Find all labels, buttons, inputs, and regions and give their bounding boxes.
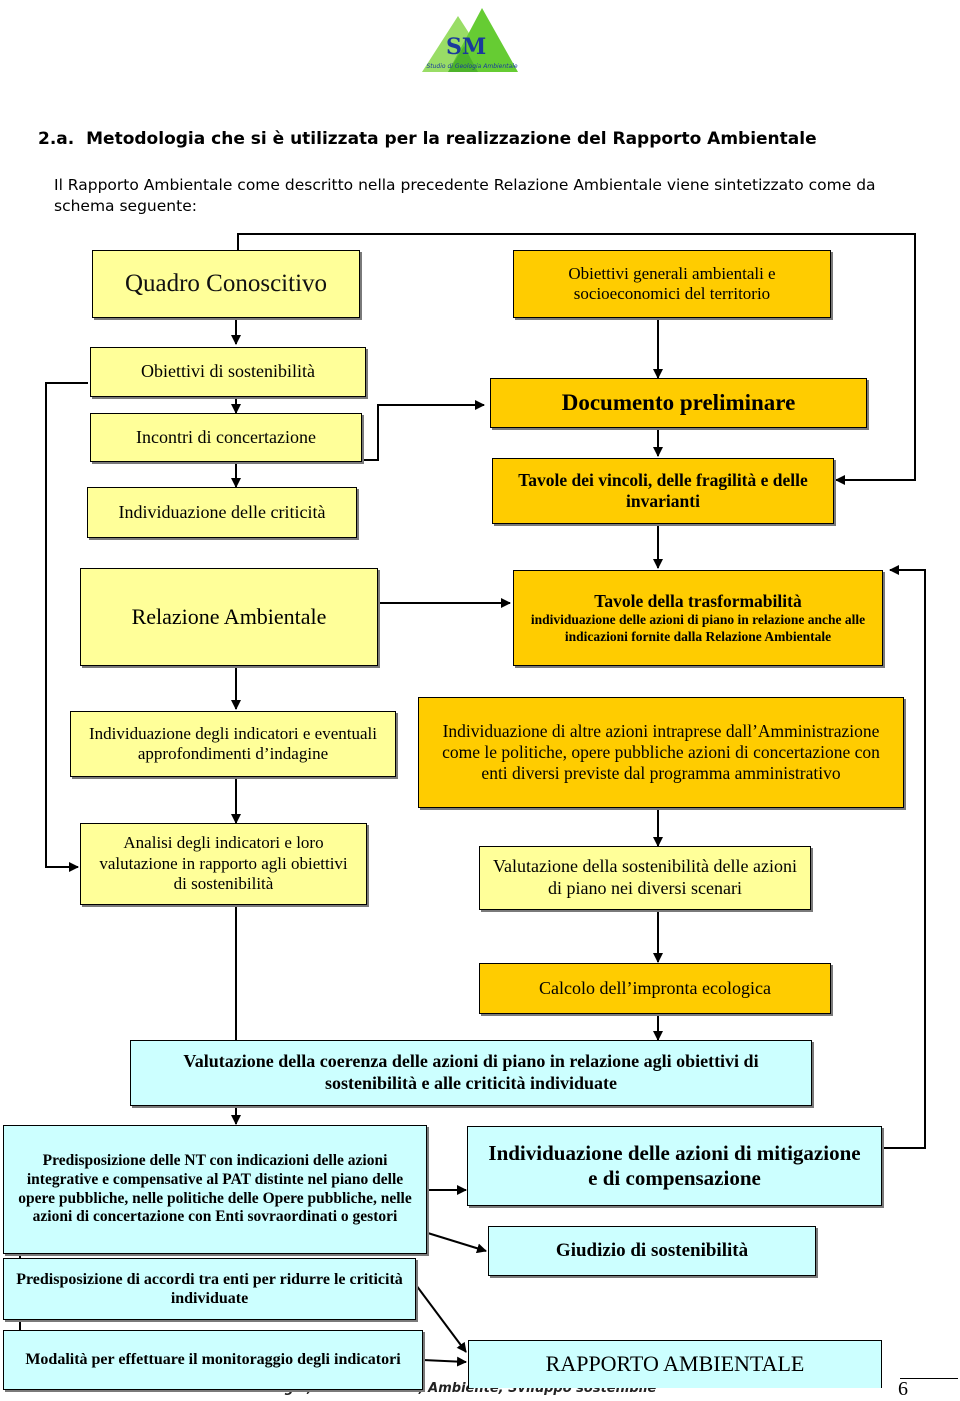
section-heading: 2.a. Metodologia che si è utilizzata per… [38,129,938,149]
box-valutazione-sostenibilita-azioni: Valutazione della sostenibilità delle az… [479,846,811,910]
box-analisi-indicatori: Analisi degli indicatori e loro valutazi… [80,823,367,905]
connector-top-loop [237,233,916,485]
box-modalita-monitoraggio: Modalità per effettuare il monitoraggio … [3,1330,423,1390]
page-number: 6 [898,1378,908,1400]
logo: SM Studio di Geologia Ambientale [418,2,522,76]
box-altre-azioni: Individuazione di altre azioni intrapres… [418,697,904,808]
box-individuazione-indicatori: Individuazione degli indicatori e eventu… [70,711,396,777]
box-obiettivi-generali: Obiettivi generali ambientali e socioeco… [513,250,831,318]
box-valutazione-coerenza: Valutazione della coerenza delle azioni … [130,1040,812,1106]
section-number: 2.a. [38,129,75,149]
tavole-trasformabilita-title: Tavole della trasformabilità [594,591,802,612]
box-individuazione-mitigazione: Individuazione delle azioni di mitigazio… [467,1126,882,1206]
box-documento-preliminare: Documento preliminare [490,378,867,428]
tavole-trasformabilita-sub: individuazione delle azioni di piano in … [530,612,866,644]
box-rapporto-ambientale: RAPPORTO AMBIENTALE [468,1340,882,1388]
box-predisposizione-nt: Predisposizione delle NT con indicazioni… [3,1125,427,1254]
box-relazione-ambientale: Relazione Ambientale [80,568,378,666]
connector-left-loop [45,382,88,872]
box-calcolo-impronta: Calcolo dell’impronta ecologica [479,963,831,1014]
connector-right-loop [882,565,926,1149]
box-tavole-vincoli: Tavole dei vincoli, delle fragilità e de… [492,458,834,524]
footer-rule [900,1378,958,1379]
box-quadro-conoscitivo: Quadro Conoscitivo [92,250,360,318]
intro-paragraph: Il Rapporto Ambientale come descritto ne… [54,176,876,215]
box-tavole-trasformabilita: Tavole della trasformabilità individuazi… [513,570,883,666]
box-incontri-concertazione: Incontri di concertazione [90,413,362,462]
logo-subtitle: Studio di Geologia Ambientale [426,63,518,70]
section-title: Metodologia che si è utilizzata per la r… [86,129,817,149]
box-individuazione-criticita: Individuazione delle criticità [87,487,357,538]
box-giudizio-sostenibilita: Giudizio di sostenibilità [488,1226,816,1276]
box-obiettivi-sostenibilita: Obiettivi di sostenibilità [90,347,366,397]
logo-mountains-icon [422,8,518,72]
box-predisposizione-accordi: Predisposizione di accordi tra enti per … [3,1258,416,1320]
logo-text: SM [446,34,487,60]
